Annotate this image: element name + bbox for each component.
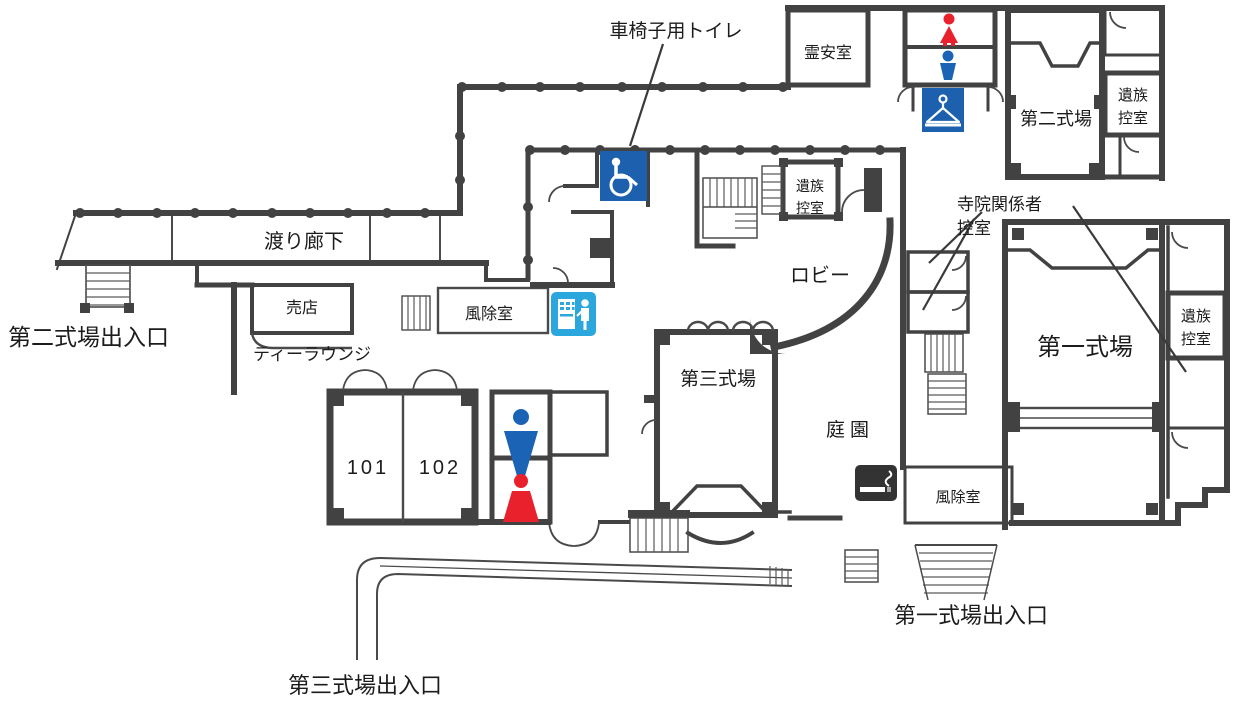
label-garden: 庭園 (826, 419, 874, 441)
smoking-area-icon (855, 465, 897, 501)
label-temple-staff-2: 控室 (957, 219, 991, 238)
label-entrance-hall1: 第一式場出入口 (894, 603, 1048, 628)
male-toilet-icon-top (940, 50, 956, 80)
label-room102: 102 (419, 457, 461, 479)
label-hall2: 第二式場 (1020, 109, 1092, 129)
label-family-waiting-right-2: 控室 (1181, 331, 1211, 348)
label-family-waiting-topright-1: 遺族 (1118, 87, 1148, 104)
label-tea-lounge: ティーラウンジ (253, 345, 371, 364)
room-labels: 車椅子用トイレ 霊安室 第二式場 遺族 控室 遺族 控室 渡り廊下 売店 ティー… (253, 20, 1211, 506)
leader-lines (628, 43, 1187, 373)
cloakroom-hanger-icon (922, 88, 964, 132)
column-dots (75, 82, 885, 265)
label-hall3: 第三式場 (680, 368, 756, 390)
label-mortuary: 霊安室 (804, 44, 852, 62)
label-windbreak-center: 風除室 (465, 305, 513, 323)
label-family-waiting-right-1: 遺族 (1181, 308, 1211, 325)
label-windbreak-bottom: 風除室 (935, 489, 980, 506)
annotation-labels: 寺院関係者 控室 第二式場出入口 第一式場出入口 第三式場出入口 (8, 195, 1048, 698)
label-temple-staff-1: 寺院関係者 (957, 195, 1042, 214)
label-family-waiting-mid-1: 遺族 (796, 178, 824, 194)
female-toilet-icon-top (940, 13, 958, 46)
female-toilet-icon-bottom (503, 474, 539, 522)
label-hall1: 第一式場 (1037, 334, 1133, 361)
label-lobby: ロビー (790, 264, 850, 287)
label-entrance-hall3: 第三式場出入口 (288, 673, 442, 698)
label-wheelchair-toilet: 車椅子用トイレ (609, 20, 742, 42)
label-room101: 101 (347, 457, 389, 479)
male-toilet-icon-bottom (504, 409, 538, 476)
vending-machine-icon (551, 292, 596, 336)
label-family-waiting-topright-2: 控室 (1118, 110, 1148, 127)
label-family-waiting-mid-2: 控室 (796, 200, 824, 216)
label-entrance-hall2: 第二式場出入口 (8, 324, 169, 350)
label-shop: 売店 (286, 299, 318, 317)
label-corridor: 渡り廊下 (264, 230, 344, 253)
wheelchair-accessible-toilet-icon (600, 151, 647, 201)
